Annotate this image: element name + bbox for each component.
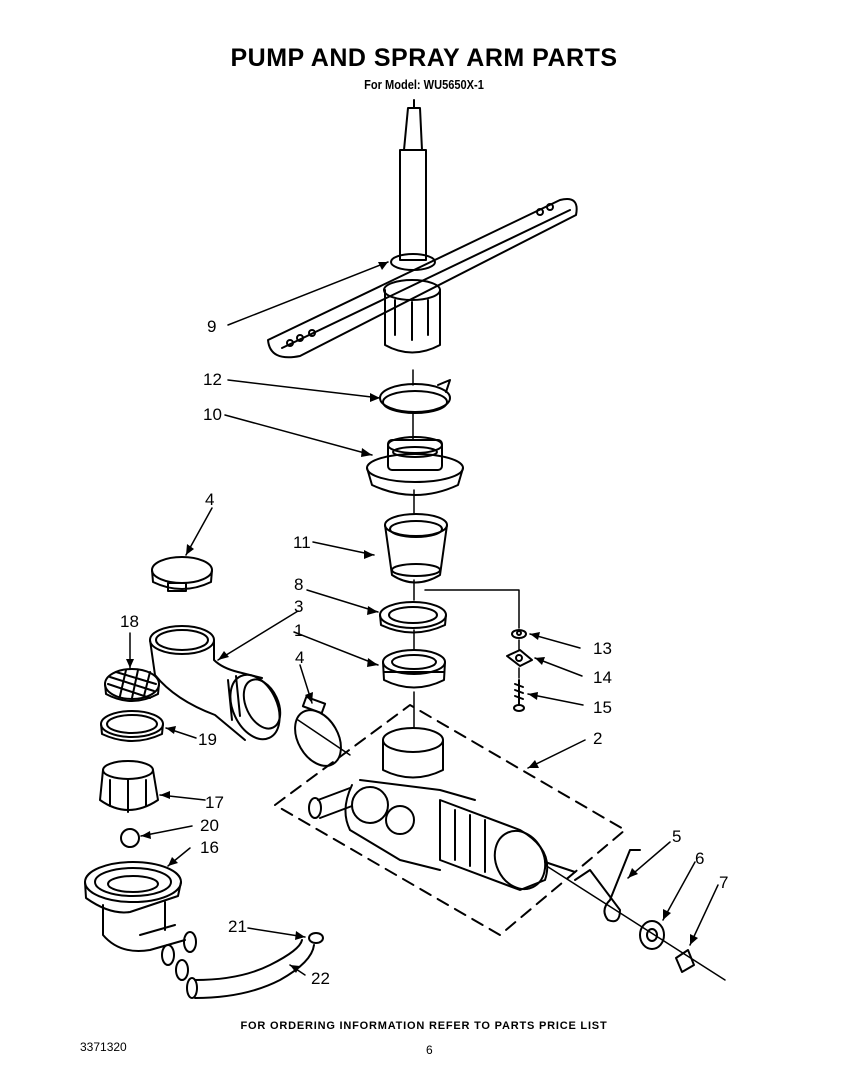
- spring-clip-part: [574, 849, 641, 923]
- sump-housing-part: [84, 861, 197, 966]
- callout-label: 6: [695, 849, 704, 868]
- callout-label: 1: [294, 621, 303, 640]
- hose-clamp-upper-part: [151, 556, 213, 592]
- washer-part: [675, 949, 695, 973]
- check-valve-housing-part: [99, 760, 159, 813]
- page-title: PUMP AND SPRAY ARM PARTS: [230, 44, 618, 72]
- check-ball-part: [120, 828, 140, 848]
- callout-label: 8: [294, 575, 303, 594]
- nut-part: [639, 920, 665, 950]
- callout-label: 2: [593, 729, 602, 748]
- hose-clamp-lower-part: [294, 695, 342, 767]
- document-number: 3371320: [80, 1040, 127, 1054]
- callout-label: 15: [593, 698, 612, 717]
- callout-label: 17: [205, 793, 224, 812]
- callout-label: 10: [203, 405, 222, 424]
- snap-ring-part: [379, 379, 451, 414]
- callout-label: 22: [311, 969, 330, 988]
- callout-label: 21: [228, 917, 247, 936]
- callout-label: 19: [198, 730, 217, 749]
- strainer-part: [104, 668, 160, 702]
- pump-motor-assembly-part: [274, 704, 626, 936]
- callout-label: 4: [295, 648, 304, 667]
- seal-ring-part: [379, 601, 447, 634]
- o-ring-part: [100, 710, 164, 742]
- callout-label: 4: [205, 490, 214, 509]
- callout-label: 14: [593, 668, 612, 687]
- filter-cup-part: [384, 513, 448, 584]
- callout-label: 16: [200, 838, 219, 857]
- spray-arm-support-part: [366, 436, 464, 496]
- callout-label: 12: [203, 370, 222, 389]
- callout-label: 20: [200, 816, 219, 835]
- spray-arm-part: [267, 99, 578, 359]
- callout-label: 11: [293, 533, 311, 552]
- ordering-note: FOR ORDERING INFORMATION REFER TO PARTS …: [240, 1020, 608, 1032]
- elbow-hose-part: [149, 625, 282, 741]
- callout-label: 5: [672, 827, 681, 846]
- gasket-part: [382, 649, 446, 689]
- callout-label: 7: [719, 873, 728, 892]
- page-number: 6: [426, 1043, 433, 1057]
- drain-hose-part: [186, 932, 324, 999]
- callout-labels: 9 12 10 11 8 3 1 4 4 18 19 17 20 16 21 2…: [120, 317, 728, 988]
- callout-label: 13: [593, 639, 612, 658]
- hose-clamp-small-part: [175, 959, 189, 981]
- model-subtitle: For Model: WU5650X-1: [364, 77, 484, 92]
- mounting-hardware-part: [506, 629, 533, 712]
- callout-label: 9: [207, 317, 216, 336]
- callout-label: 3: [294, 597, 303, 616]
- callout-label: 18: [120, 612, 139, 631]
